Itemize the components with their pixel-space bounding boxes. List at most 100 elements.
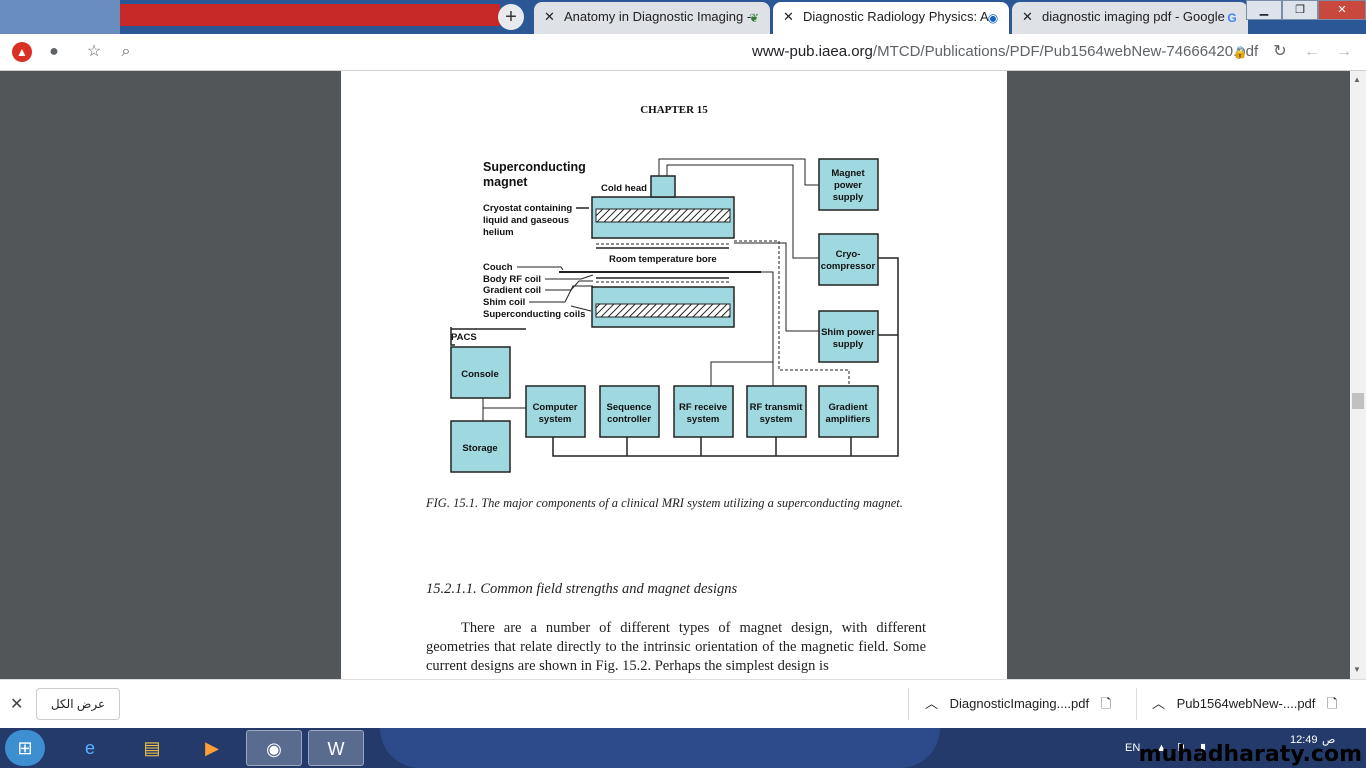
reload-icon[interactable]: ↻ (1273, 43, 1287, 60)
profile-icon[interactable]: ● (49, 43, 59, 60)
diagram-title-line1: Superconducting (483, 160, 586, 174)
rf-receive-label-1: RF receive (679, 402, 727, 413)
rf-receive-label-2: system (687, 414, 720, 425)
tab-anatomy[interactable]: ✕ Anatomy in Diagnostic Imaging - ❦ (534, 2, 770, 34)
shim-power-supply-box (818, 310, 879, 363)
download-bar: ✕ عرض الكل ︿ DiagnosticImaging....pdf 🗋 … (0, 679, 1366, 728)
tab-title: Anatomy in Diagnostic Imaging - (564, 9, 752, 24)
cryo-label-1: Cryo- (836, 249, 861, 260)
watermark-text: muhadharaty.com (1138, 742, 1362, 767)
language-indicator[interactable]: EN (1125, 742, 1141, 754)
gradient-coil-label: Gradient coil (483, 285, 541, 296)
cryostat-label-3: helium (483, 227, 514, 238)
rf-receive-box (673, 385, 734, 438)
window-controls: ▁ ❐ ✕ (1246, 0, 1366, 20)
word-icon[interactable]: W (308, 730, 364, 766)
tab-google-search[interactable]: ✕ diagnostic imaging pdf - Google G (1012, 2, 1248, 34)
tray-expand-icon[interactable]: ▲ (1156, 742, 1167, 754)
minimize-button[interactable]: ▁ (1246, 0, 1282, 20)
maximize-button[interactable]: ❐ (1282, 0, 1318, 20)
shim-ps-label-1: Shim power (821, 327, 875, 338)
clock-time[interactable]: 12:49 (1290, 734, 1318, 746)
sc-coils-leader (570, 305, 592, 312)
pdf-page: CHAPTER 15 Superconducting magnet Cold h… (341, 71, 1007, 679)
console-label: Console (461, 369, 498, 380)
close-tab-icon[interactable]: ✕ (1022, 9, 1033, 24)
start-button[interactable]: ⊞ (5, 730, 45, 766)
rf-transmit-box (746, 385, 807, 438)
forward-icon[interactable]: → (1336, 43, 1352, 60)
cryostat-label-2: liquid and gaseous (483, 215, 569, 226)
green-book-icon: ❦ (748, 11, 760, 25)
cryo-label-2: compressor (821, 261, 876, 272)
cryostat-label-1: Cryostat containing (483, 203, 572, 214)
network-icon[interactable]: ▮ (1200, 742, 1207, 754)
download-item-1[interactable]: ︿ DiagnosticImaging....pdf 🗋 (925, 680, 1111, 728)
magnet-ps-label-2: power (834, 180, 862, 191)
rf-transmit-label-1: RF transmit (750, 402, 804, 413)
file-icon: 🗋 (1327, 696, 1338, 711)
file-icon: 🗋 (1100, 696, 1112, 711)
body-rf-label: Body RF coil (483, 274, 541, 285)
file-explorer-icon[interactable]: ▤ (143, 738, 161, 758)
console-box (450, 346, 511, 399)
divider (1136, 688, 1137, 720)
lock-icon[interactable]: 🔒 (1232, 45, 1248, 59)
internet-explorer-icon[interactable]: e (84, 738, 95, 758)
address-bar[interactable]: www-pub.iaea.org/MTCD/Publications/PDF/P… (752, 43, 1258, 60)
download-filename: DiagnosticImaging....pdf (949, 696, 1090, 711)
scroll-down-icon[interactable]: ▼ (1353, 665, 1361, 674)
computer-system-box (525, 385, 586, 438)
home-icon[interactable]: ▲ (12, 42, 32, 62)
url-host: www-pub.iaea.org (752, 43, 873, 60)
close-icon[interactable]: ✕ (10, 696, 24, 713)
vertical-scrollbar[interactable]: ▲ ▼ (1350, 71, 1366, 679)
gradient-amp-connection (734, 240, 850, 386)
bookmark-star-icon[interactable]: ☆ (86, 43, 102, 60)
sequence-label-1: Sequence (607, 402, 652, 413)
scroll-thumb[interactable] (1352, 393, 1364, 409)
media-player-icon[interactable]: ▶ (205, 738, 219, 758)
couch-leader (517, 266, 564, 271)
cold-head-label: Cold head (601, 183, 647, 194)
show-all-button[interactable]: عرض الكل (36, 688, 120, 720)
tab-title: diagnostic imaging pdf - Google (1042, 9, 1225, 24)
zoom-icon[interactable]: ⌕ (121, 43, 131, 60)
close-window-button[interactable]: ✕ (1318, 0, 1366, 20)
sequence-label-2: controller (607, 414, 651, 425)
shim-leader (529, 285, 593, 303)
chevron-up-icon[interactable]: ︿ (925, 696, 939, 711)
google-icon: G (1227, 11, 1237, 25)
pacs-connector (450, 327, 455, 346)
close-tab-icon[interactable]: ✕ (544, 9, 555, 24)
diagram-title-line2: magnet (483, 175, 528, 189)
scroll-up-icon[interactable]: ▲ (1353, 75, 1361, 84)
pdf-viewer[interactable]: CHAPTER 15 Superconducting magnet Cold h… (0, 71, 1350, 679)
browser-toolbar: ▲ ● ☆ ⌕ www-pub.iaea.org/MTCD/Publicatio… (0, 34, 1366, 71)
iaea-icon: ◉ (987, 11, 999, 25)
mri-system-diagram: Superconducting magnet Cold head Room te… (450, 158, 899, 473)
gradient-amp-label-2: amplifiers (826, 414, 871, 425)
clock-ampm: ص (1322, 734, 1336, 746)
magnet-ps-connection (658, 158, 819, 186)
tab-strip: + ✕ Anatomy in Diagnostic Imaging - ❦ ✕ … (0, 0, 1366, 34)
back-icon[interactable]: ← (1304, 43, 1320, 60)
chapter-heading: CHAPTER 15 (640, 104, 708, 116)
desktop-wallpaper-strip (380, 728, 940, 768)
chevron-up-icon[interactable]: ︿ (1152, 696, 1166, 711)
shim-connection (734, 242, 819, 332)
room-bore-label: Room temperature bore (609, 254, 717, 265)
download-item-2[interactable]: ︿ Pub1564webNew-....pdf 🗋 (1152, 680, 1337, 728)
url-path: /MTCD/Publications/PDF/Pub1564webNew-746… (872, 43, 1259, 60)
close-tab-icon[interactable]: ✕ (783, 9, 794, 24)
rf-transmit-label-2: system (760, 414, 793, 425)
new-tab-button[interactable]: + (498, 4, 524, 30)
sequence-controller-box (599, 385, 660, 438)
magnet-ps-label-1: Magnet (831, 168, 865, 179)
pacs-label: PACS (451, 332, 477, 343)
body-rf-leader (545, 274, 594, 280)
chrome-icon[interactable]: ◉ (246, 730, 302, 766)
flag-icon[interactable]: ⚑ (1176, 742, 1186, 754)
tab-diagnostic-radiology[interactable]: ✕ Diagnostic Radiology Physics: A ◉ (773, 2, 1009, 34)
tab-strip-decoration (120, 4, 500, 26)
